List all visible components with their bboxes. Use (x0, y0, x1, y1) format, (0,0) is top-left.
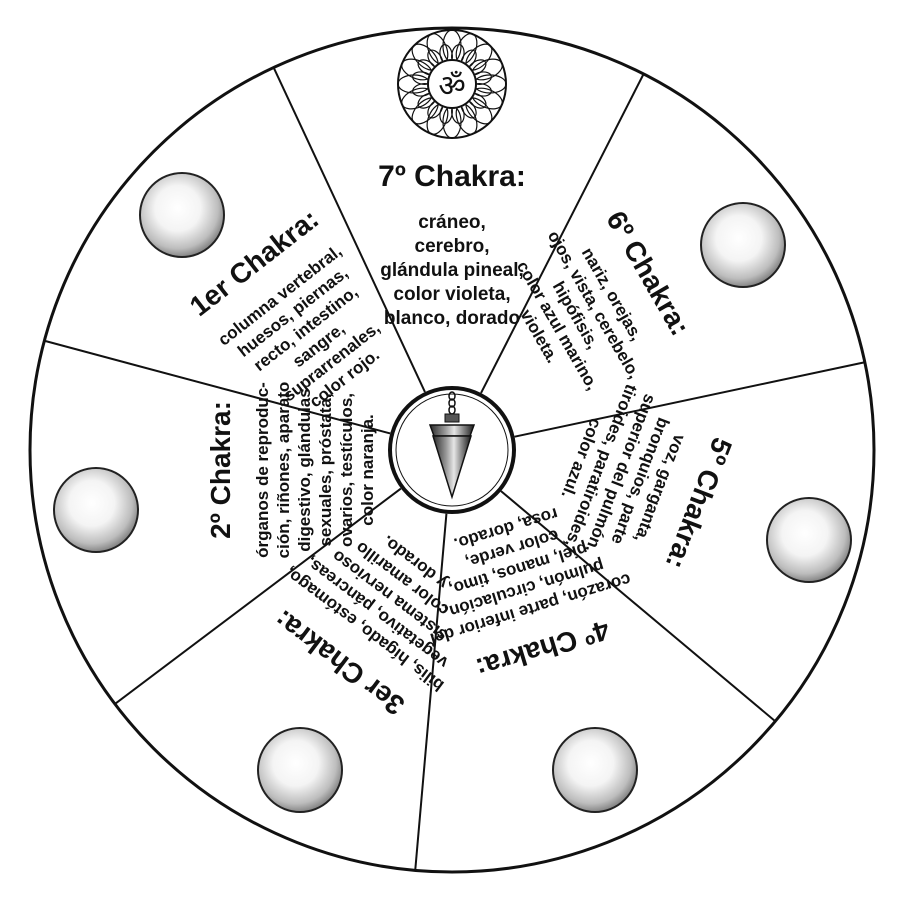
chakra-2-line: sexuales, próstata, (316, 393, 335, 546)
sector-divider-4 (500, 490, 776, 723)
chakra-7-line: cerebro, (415, 236, 490, 257)
sector-divider-5 (414, 513, 448, 871)
chakra-2-line: órganos de reproduc- (253, 382, 272, 558)
om-lotus-icon: ॐ (397, 29, 507, 139)
chakra-1-orb-icon (139, 172, 225, 258)
sector-divider-7 (44, 339, 391, 435)
chakra-2-line: digestivo, glándulas (295, 388, 314, 551)
chakra-2-text: 2º Chakra: órganos de reproduc-ción, riño… (205, 382, 377, 559)
chakra-2-line: color naranja. (358, 414, 377, 525)
om-symbol: ॐ (438, 69, 465, 104)
chakra-7-line: cráneo, (418, 212, 486, 233)
chakra-7-line: blanco, dorado (384, 308, 520, 329)
chakra-7-title: 7º Chakra: (378, 160, 526, 193)
sector-divider-3 (514, 361, 865, 438)
chakra-5-orb-icon (766, 497, 852, 583)
chakra-4-orb-icon (552, 727, 638, 813)
chakra-7-text: 7º Chakra: cráneo, cerebro, glándula pineal… (378, 160, 526, 329)
sector-dividers (44, 67, 865, 871)
sector-divider-1 (272, 67, 426, 393)
chakra-3-orb-icon (257, 727, 343, 813)
sector-divider-6 (114, 487, 402, 705)
chakra-2-orb-icon (53, 467, 139, 553)
chakra-2-title: 2º Chakra: (205, 401, 236, 539)
chakra-2-line: ción, riñones, aparato (274, 382, 293, 559)
chakra-6-orb-icon (700, 202, 786, 288)
sector-divider-2 (480, 73, 645, 394)
chakra-7-line: glándula pineal, (380, 260, 524, 281)
chakra-2-line: ovarios, testículos, (337, 393, 356, 547)
chakra-7-line: color violeta, (393, 284, 510, 305)
pendulum-icon (388, 386, 516, 514)
